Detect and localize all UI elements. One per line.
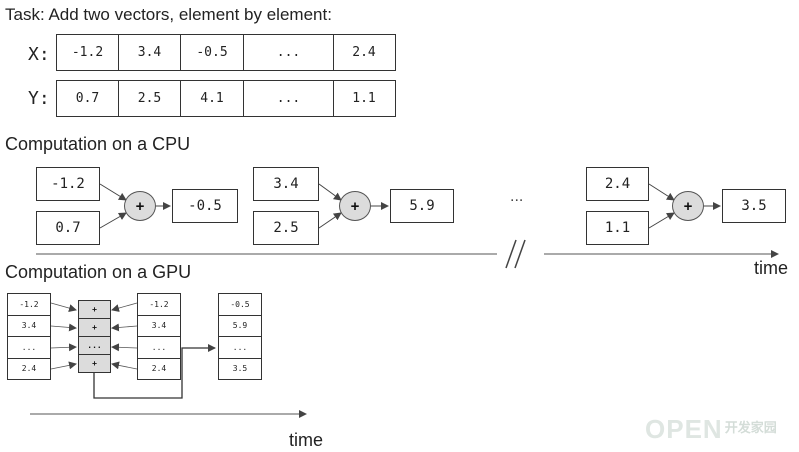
cpu-input-a: 2.4 [586,167,649,201]
watermark-latin: OPEN [645,414,723,444]
gpu-y-column: -1.2 3.4 ... 2.4 [137,293,181,380]
gpu-result-cell: ... [219,337,261,359]
task-title: Task: Add two vectors, element by elemen… [5,5,332,24]
gpu-operator-column: + + ... + [78,300,111,373]
vector-x-row: -1.2 3.4 -0.5 ... 2.4 [56,34,396,71]
gpu-add-operator: + [79,319,110,337]
vector-x-cell: -1.2 [57,35,119,70]
cpu-add-operator: + [124,191,156,221]
cpu-result: 5.9 [390,189,454,223]
gpu-x-cell: 2.4 [21,364,37,374]
gpu-section-title: Computation on a GPU [5,262,192,282]
cpu-ellipsis: ... [510,188,524,205]
vector-x-cell: 3.4 [119,35,181,70]
gpu-y-cell: 2.4 [151,364,167,374]
gpu-add-operator: ... [79,337,110,355]
vector-y-cell: 4.1 [181,81,244,116]
gpu-time-label: time [289,430,324,450]
vector-x-cell: 2.4 [352,45,376,60]
gpu-result-cell: -0.5 [219,294,261,316]
cpu-add-operator: + [672,191,704,221]
vector-x-label: X: [28,44,50,65]
vector-y-label: Y: [28,88,50,109]
gpu-result-cell: 5.9 [219,316,261,337]
vector-y-cell: 1.1 [352,91,376,106]
watermark-cjk: 开发家园 [724,420,777,435]
vector-y-cell: ... [244,81,334,116]
gpu-x-cell: -1.2 [8,294,50,316]
cpu-input-b: 1.1 [586,211,649,245]
cpu-input-b: 0.7 [36,211,100,245]
cpu-input-b: 2.5 [253,211,319,245]
gpu-y-cell: ... [138,337,180,359]
vector-x-cell: ... [244,35,334,70]
cpu-input-a: 3.4 [253,167,319,201]
cpu-add-operator: + [339,191,371,221]
cpu-result: 3.5 [722,189,786,223]
gpu-x-cell: ... [8,337,50,359]
gpu-result-column: -0.5 5.9 ... 3.5 [218,293,262,380]
gpu-y-cell: -1.2 [138,294,180,316]
vector-x-cell: -0.5 [181,35,244,70]
gpu-y-cell: 3.4 [138,316,180,337]
vector-y-cell: 2.5 [119,81,181,116]
cpu-result: -0.5 [172,189,238,223]
cpu-input-a: -1.2 [36,167,100,201]
vector-y-row: 0.7 2.5 4.1 ... 1.1 [56,80,396,117]
gpu-x-cell: 3.4 [8,316,50,337]
cpu-section-title: Computation on a CPU [5,134,191,154]
gpu-x-column: -1.2 3.4 ... 2.4 [7,293,51,380]
gpu-add-operator: + [92,359,97,368]
cpu-time-label: time [754,258,789,278]
vector-y-cell: 0.7 [57,81,119,116]
gpu-result-cell: 3.5 [232,364,248,374]
gpu-add-operator: + [79,301,110,319]
